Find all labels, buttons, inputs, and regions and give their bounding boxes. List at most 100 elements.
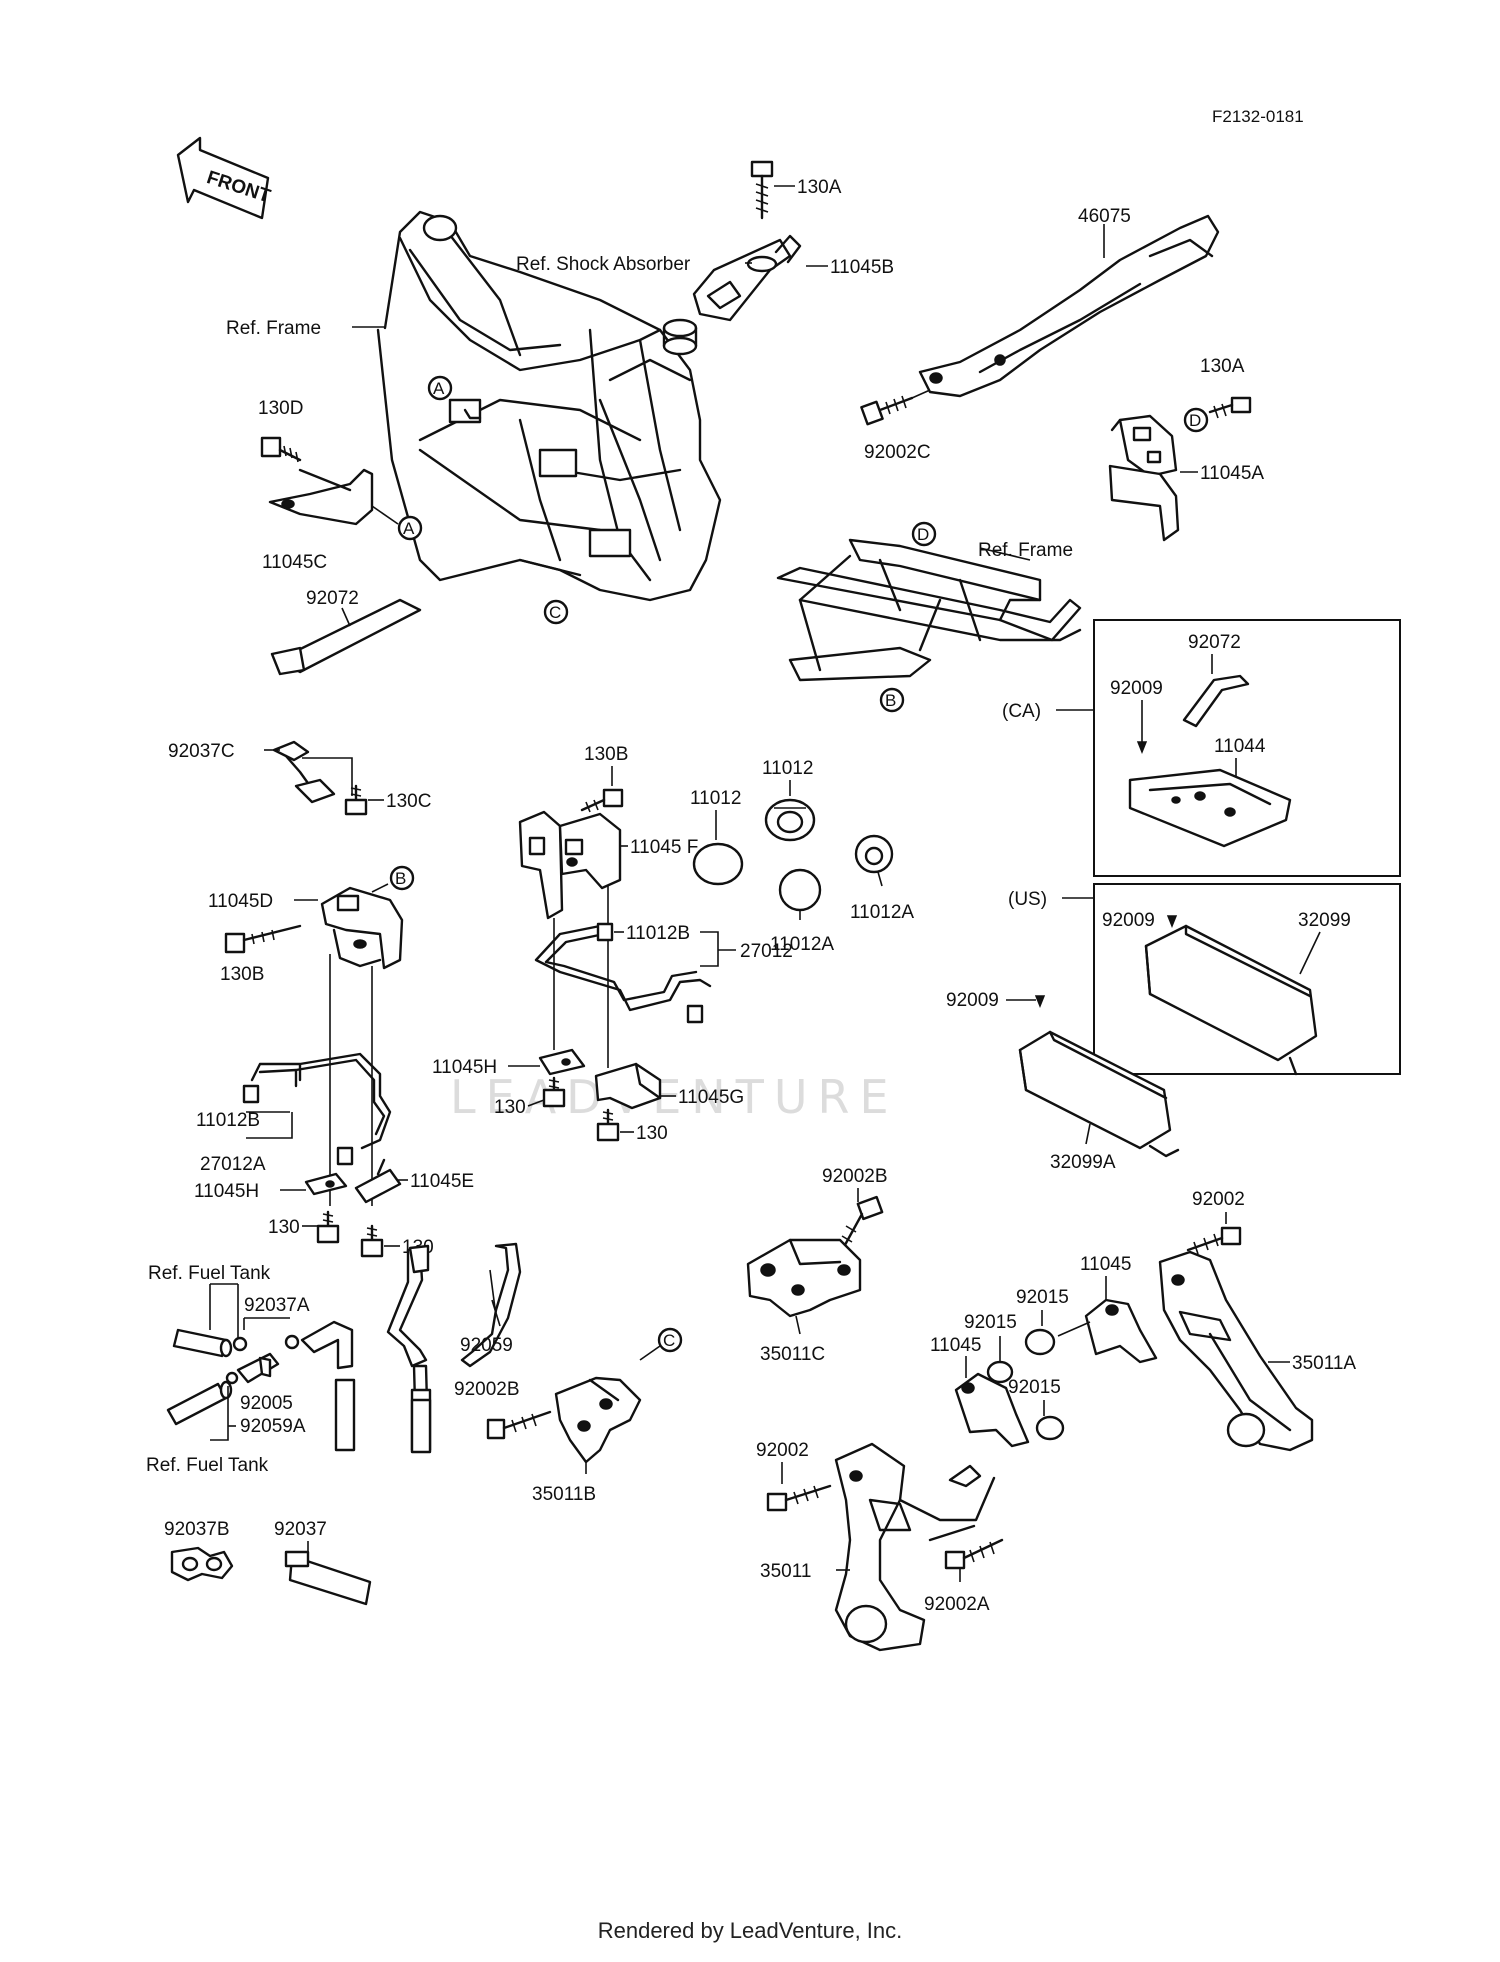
footrest-35011-icon — [834, 1442, 996, 1652]
label-11012a-b: 11012A — [770, 934, 834, 955]
canister-32099a-icon — [1018, 1030, 1180, 1158]
bracket-11045h-left-icon — [304, 1172, 348, 1196]
svg-text:A: A — [403, 519, 415, 538]
label-11045f: 11045 F — [630, 837, 698, 858]
rivet-92009-ca-icon — [1136, 741, 1148, 755]
label-130-mid-b: 130 — [636, 1123, 668, 1144]
bracket-11045a-icon — [1108, 414, 1180, 542]
label-11045g: 11045G — [678, 1087, 744, 1108]
strap-92072-ca-icon — [1182, 674, 1250, 728]
label-92072-ca: 92072 — [1188, 632, 1241, 653]
fuel-tank-fitting-top-icon — [172, 1328, 233, 1358]
label-92037a: 92037A — [244, 1295, 310, 1316]
canister-32099-icon — [1144, 924, 1318, 1076]
bolt-130-mid-a-icon — [542, 1076, 566, 1108]
label-92002a: 92002A — [924, 1594, 990, 1615]
watermark: LEADVENTURE — [450, 1070, 899, 1124]
clip-92037a-a-icon — [232, 1336, 248, 1352]
label-11012b-mid: 11012B — [626, 923, 690, 944]
svg-text:C: C — [663, 1331, 675, 1350]
bolt-130-left-b-icon — [360, 1224, 384, 1258]
bracket-11045g-icon — [594, 1062, 662, 1110]
rubber-bushing-icon — [662, 318, 698, 356]
bolt-130b-left-icon — [224, 924, 302, 954]
label-130-mid-a: 130 — [494, 1097, 526, 1118]
label-27012: 27012 — [740, 941, 793, 962]
svg-text:A: A — [433, 379, 445, 398]
bracket-11045f-icon — [518, 810, 622, 920]
label-32099: 32099 — [1298, 910, 1351, 931]
marker-c-bracket: C — [657, 1327, 683, 1353]
footer-credit: Rendered by LeadVenture, Inc. — [597, 1918, 903, 1943]
bracket-11045c-icon — [268, 468, 374, 526]
label-32099a: 32099A — [1050, 1152, 1116, 1173]
label-11045-a: 11045 — [1080, 1254, 1131, 1275]
bracket-11045-a-icon — [1084, 1298, 1158, 1364]
bolt-130-mid-b-icon — [596, 1108, 620, 1142]
bolt-130d-icon — [260, 436, 302, 463]
bolt-92002-right-icon — [1186, 1226, 1242, 1255]
label-92009-mid: 92009 — [946, 990, 999, 1011]
grab-bar-46075-icon — [918, 214, 1220, 398]
ref-shock-absorber: Ref. Shock Absorber — [516, 254, 691, 275]
grommet-11012-b-icon — [764, 798, 816, 842]
svg-text:B: B — [395, 869, 406, 888]
label-92059a: 92059A — [240, 1416, 306, 1437]
label-11045h-mid: 11045H — [432, 1057, 497, 1078]
label-92037b: 92037B — [164, 1519, 230, 1540]
marker-b-rear: B — [879, 687, 905, 713]
ca-region-box — [1093, 619, 1401, 877]
bolt-130a-top-icon — [750, 160, 774, 220]
front-arrow-icon: FRONT — [176, 136, 273, 220]
marker-a-left: A — [397, 515, 423, 541]
bolt-92002b-left-icon — [486, 1410, 552, 1440]
label-11012b-left: 11012B — [196, 1110, 260, 1131]
label-11045-b: 11045 — [930, 1335, 981, 1356]
fuel-tank-fitting-bottom-icon — [166, 1380, 233, 1426]
clip-92037a-c-icon — [225, 1371, 239, 1385]
harness-27012-icon — [534, 922, 712, 1024]
bolt-92002c-icon — [860, 395, 914, 426]
tee-92005-icon — [236, 1352, 280, 1384]
grommet-11012-a-icon — [692, 842, 744, 886]
bolt-130b-mid-icon — [580, 788, 624, 813]
bracket-35011c-icon — [746, 1238, 862, 1318]
label-us: (US) — [1008, 889, 1047, 910]
label-11045a: 11045A — [1200, 463, 1264, 484]
bracket-11045e-icon — [354, 1158, 402, 1204]
nut-92015-c-icon — [1035, 1415, 1065, 1441]
label-46075: 46075 — [1078, 206, 1131, 227]
label-92002b-top: 92002B — [822, 1166, 888, 1187]
svg-text:D: D — [1189, 411, 1201, 430]
marker-b-left: B — [389, 865, 415, 891]
hose-92059-main-icon — [460, 1242, 522, 1368]
svg-text:D: D — [917, 525, 929, 544]
us-region-box — [1093, 883, 1401, 1075]
band-92037-icon — [284, 1550, 372, 1606]
plate-11044-icon — [1128, 768, 1292, 848]
label-92015-b: 92015 — [964, 1312, 1017, 1333]
label-92072-left: 92072 — [306, 588, 359, 609]
label-92005: 92005 — [240, 1393, 293, 1414]
ref-frame-right: Ref. Frame — [978, 540, 1073, 561]
bolt-130-left-a-icon — [316, 1210, 340, 1244]
label-35011b: 35011B — [532, 1484, 596, 1505]
bracket-11045d-icon — [320, 886, 404, 970]
label-92002c: 92002C — [864, 442, 931, 463]
label-130b-mid: 130B — [584, 744, 628, 765]
bolt-92002a-icon — [944, 1538, 1004, 1570]
label-92037: 92037 — [274, 1519, 327, 1540]
bracket-35011b-icon — [554, 1376, 642, 1464]
label-92009-ca: 92009 — [1110, 678, 1163, 699]
label-11045d: 11045D — [208, 891, 273, 912]
ref-fuel-tank-bottom: Ref. Fuel Tank — [146, 1455, 269, 1476]
bracket-11045-b-icon — [954, 1372, 1030, 1448]
clamp-92037b-icon — [170, 1546, 234, 1582]
bracket-11045h-mid-icon — [538, 1048, 586, 1076]
label-92059: 92059 — [460, 1335, 513, 1356]
label-11045b: 11045B — [830, 257, 894, 278]
label-11045e: 11045E — [410, 1171, 474, 1192]
label-130-left-a: 130 — [268, 1217, 300, 1238]
rivet-92009-us-icon — [1166, 915, 1178, 929]
